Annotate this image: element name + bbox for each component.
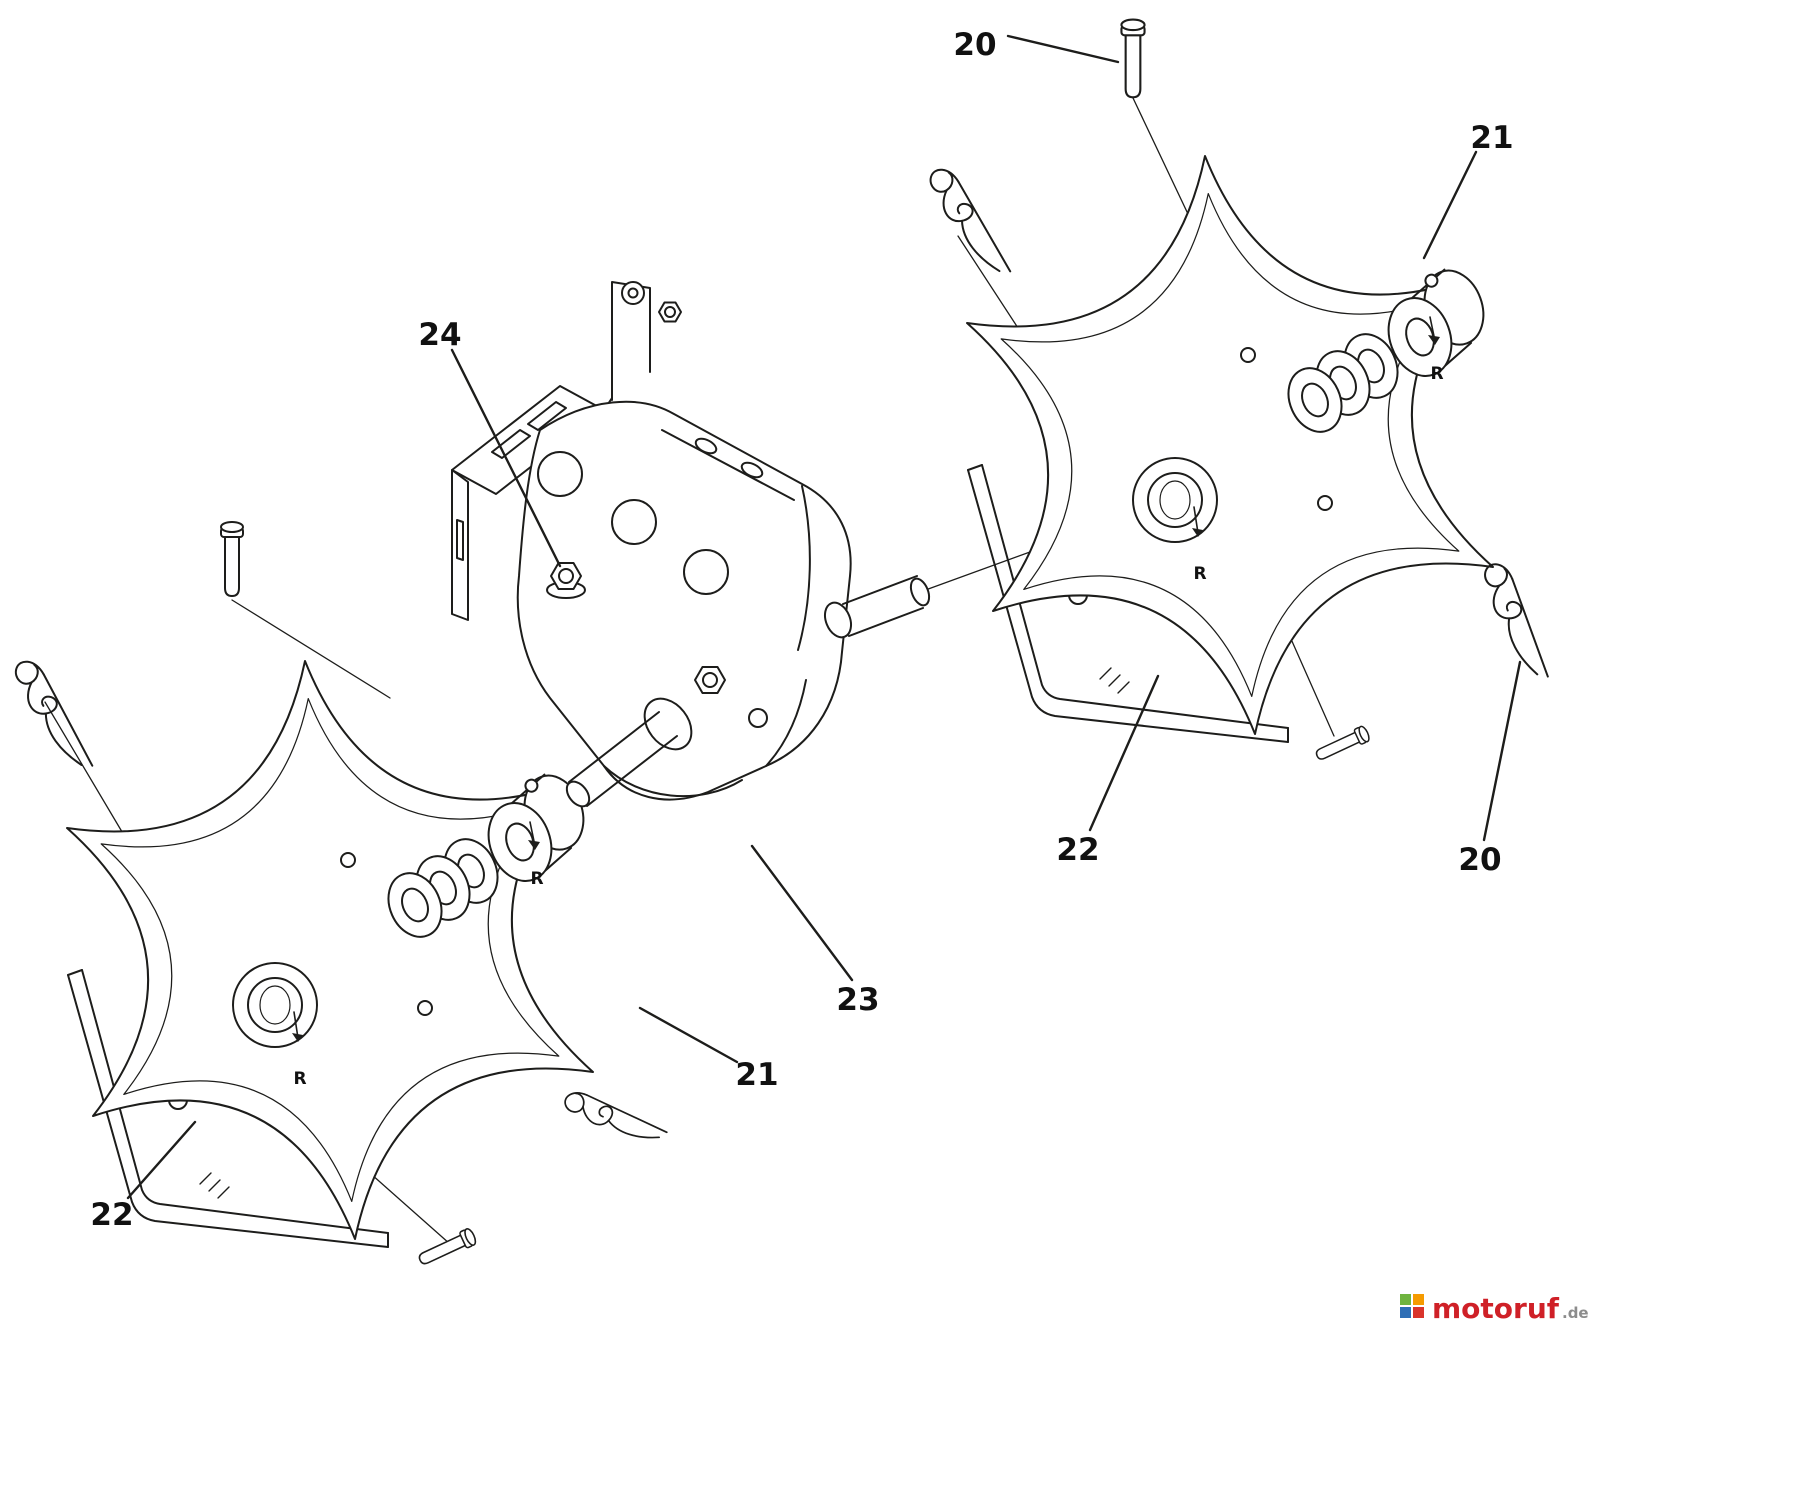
- part-label-24: 24: [418, 317, 461, 353]
- output-shaft-right: [823, 575, 931, 639]
- logo-square-green: [1400, 1294, 1411, 1305]
- part-label-22-right: 22: [1056, 832, 1099, 868]
- logo-square-orange: [1413, 1294, 1424, 1305]
- hex-bolt: [546, 562, 586, 599]
- logo-square-blue: [1400, 1307, 1411, 1318]
- hex-bolt: [694, 666, 726, 694]
- label-leader-lines: [126, 34, 1522, 1200]
- part-label-20-top: 20: [953, 27, 996, 63]
- rotation-mark: R: [1430, 364, 1443, 384]
- part-label-20-right: 20: [1458, 842, 1501, 878]
- rotation-mark: R: [1193, 564, 1206, 584]
- clevis-pin-left: [220, 521, 244, 597]
- hex-nut: [658, 301, 682, 323]
- tine-wheel-right: [966, 155, 1501, 743]
- motoruf-logo: motoruf .de: [1400, 1292, 1589, 1325]
- part-label-21-upper-right: 21: [1470, 120, 1513, 156]
- part-label-23: 23: [836, 982, 879, 1018]
- logo-brand-text: motoruf: [1432, 1292, 1560, 1325]
- hairpin-clip-bottom: [560, 1072, 668, 1165]
- part-label-21-lower: 21: [735, 1057, 778, 1093]
- logo-suffix-text: .de: [1562, 1304, 1589, 1322]
- hairpin-clip-right: [1482, 557, 1549, 686]
- part-label-22-left: 22: [90, 1197, 133, 1233]
- clevis-pin-bottom: [415, 1226, 479, 1270]
- hairpin-clip-top: [926, 157, 1012, 288]
- clevis-pin-right: [1312, 724, 1372, 765]
- output-shaft-left: [565, 697, 693, 808]
- rotation-mark: R: [293, 1069, 306, 1089]
- logo-square-red: [1413, 1307, 1424, 1318]
- gearbox: [451, 281, 931, 808]
- washer: [621, 281, 645, 305]
- tine-wheel-left: [66, 660, 601, 1248]
- clevis-pin-top: [1120, 18, 1146, 99]
- rotation-mark: R: [530, 869, 543, 889]
